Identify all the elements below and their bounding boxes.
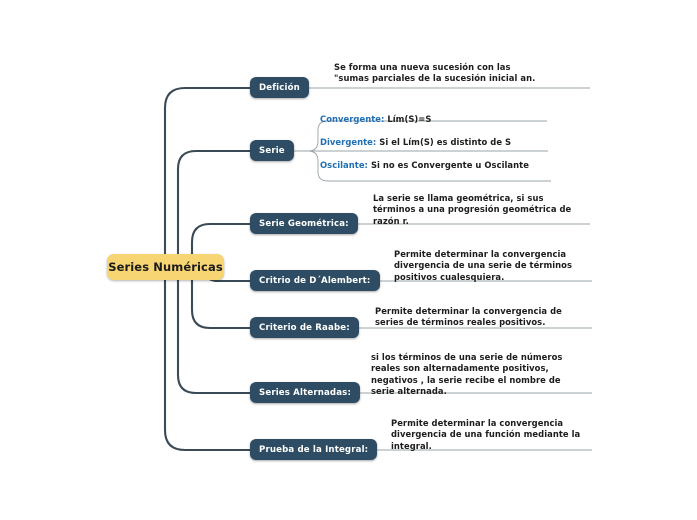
branch-label-series-alternadas: Series Alternadas:	[259, 387, 352, 398]
note-series-alternadas: si los términos de una serie de números …	[371, 352, 595, 398]
note-text-definicion: Se forma una nueva sucesión con las "sum…	[334, 62, 536, 84]
subitem-convergente[interactable]: Convergente: Lím(S)=S	[320, 114, 431, 124]
note-criterio-dalembert: Permite determinar la convergencia diver…	[394, 249, 612, 283]
branch-label-prueba-integral: Prueba de la Integral:	[259, 444, 369, 455]
branch-label-definicion: Defición	[259, 82, 300, 93]
subitem-value-convergente: Lím(S)=S	[387, 114, 432, 124]
subitem-divergente[interactable]: Divergente: Si el Lím(S) es distinto de …	[320, 137, 511, 147]
note-text-prueba-integral: Permite determinar la convergencia diver…	[391, 418, 581, 451]
branch-node-prueba-integral[interactable]: Prueba de la Integral:	[250, 439, 378, 460]
branch-label-criterio-raabe: Criterio de Raabe:	[259, 322, 350, 333]
note-text-serie-geometrica: La serie se llama geométrica, si sus tér…	[373, 193, 572, 226]
branch-label-serie-geometrica: Serie Geométrica:	[259, 218, 349, 229]
note-prueba-integral: Permite determinar la convergencia diver…	[391, 418, 609, 452]
branch-node-criterio-dalembert[interactable]: Critrio de D´Alembert:	[250, 270, 380, 291]
subitem-value-divergente: Si el Lím(S) es distinto de S	[379, 137, 512, 147]
root-node-label: Series Numéricas	[108, 260, 223, 274]
subitem-value-oscilante: Si no es Convergente u Oscilante	[370, 160, 529, 170]
branch-node-serie-geometrica[interactable]: Serie Geométrica:	[250, 213, 358, 234]
note-text-criterio-dalembert: Permite determinar la convergencia diver…	[394, 249, 573, 282]
branch-node-definicion[interactable]: Defición	[250, 77, 309, 98]
subitem-key-divergente: Divergente:	[320, 137, 380, 147]
note-serie-geometrica: La serie se llama geométrica, si sus tér…	[373, 193, 595, 227]
branch-node-serie[interactable]: Serie	[250, 140, 294, 161]
root-node[interactable]: Series Numéricas	[107, 254, 224, 280]
subitem-key-convergente: Convergente:	[320, 114, 388, 124]
note-definicion: Se forma una nueva sucesión con las "sum…	[334, 62, 592, 85]
note-text-series-alternadas: si los términos de una serie de números …	[371, 352, 563, 397]
branch-label-serie: Serie	[259, 145, 285, 156]
branch-label-criterio-dalembert: Critrio de D´Alembert:	[259, 275, 371, 286]
branch-node-criterio-raabe[interactable]: Criterio de Raabe:	[250, 317, 359, 338]
subitem-key-oscilante: Oscilante:	[320, 160, 371, 170]
note-text-criterio-raabe: Permite determinar la convergencia de se…	[375, 306, 562, 328]
branch-node-series-alternadas[interactable]: Series Alternadas:	[250, 382, 361, 403]
subitem-oscilante[interactable]: Oscilante: Si no es Convergente u Oscila…	[320, 160, 529, 170]
note-criterio-raabe: Permite determinar la convergencia de se…	[375, 306, 593, 329]
